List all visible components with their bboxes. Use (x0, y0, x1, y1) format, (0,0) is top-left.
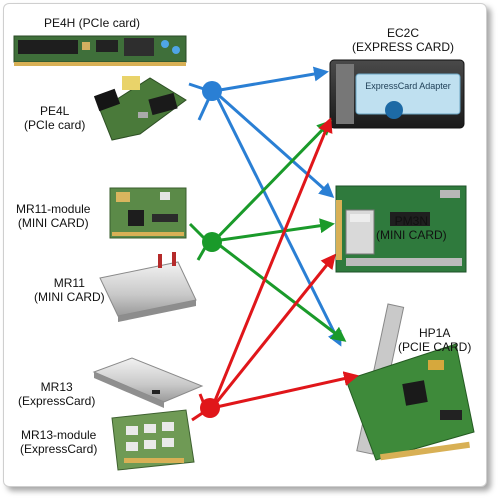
hp1a-card-image (345, 303, 475, 461)
pe4h-card-image (13, 35, 187, 66)
pe4h-label: PE4H (PCIe card) (44, 16, 140, 30)
hp1a-label: HP1A (PCIE CARD) (398, 326, 471, 354)
ec2c-title: EC2C (387, 26, 420, 40)
pe4l-subtitle: (PCIe card) (24, 118, 86, 132)
green-arrows (188, 119, 347, 342)
mr13-subtitle: (ExpressCard) (18, 394, 96, 408)
green-hub-dot (202, 232, 222, 252)
pe4h-title: PE4H (PCIe card) (44, 16, 141, 30)
mr11-module-title: MR11-module (16, 202, 91, 216)
mr11-label: MR11 (MINI CARD) (34, 276, 105, 304)
mr13-title: MR13 (40, 380, 73, 394)
mr13-box-image (92, 357, 204, 408)
pe4l-card-image (93, 76, 187, 141)
blue-hub-dot (202, 81, 222, 101)
mr11-module-subtitle: (MINI CARD) (17, 216, 89, 230)
mr11-title: MR11 (53, 276, 85, 290)
blue-arrows (188, 66, 342, 347)
ec2c-subtitle: (EXPRESS CARD) (352, 40, 455, 54)
mr11-module-label: MR11-module (MINI CARD) (16, 202, 90, 230)
pm3n-card-image (335, 185, 467, 273)
hp1a-title: HP1A (418, 326, 451, 340)
red-arrows (191, 117, 359, 422)
hp1a-subtitle: (PCIE CARD) (398, 340, 472, 354)
ec2c-card-image: ExpressCard Adapter (329, 59, 465, 129)
ec2c-label: EC2C (EXPRESS CARD) (352, 26, 454, 54)
mr13-module-subtitle: (ExpressCard) (20, 442, 98, 456)
pe4l-label: PE4L (PCIe card) (24, 104, 85, 132)
pm3n-label: PM3N (MINI CARD) (376, 214, 447, 242)
mr11-box-image (99, 252, 197, 322)
ec2c-card-text: ExpressCard Adapter (365, 81, 451, 91)
mr13-module-image (111, 409, 195, 471)
mr13-module-label: MR13-module (ExpressCard) (20, 428, 97, 456)
red-hub-dot (200, 398, 220, 418)
pm3n-subtitle: (MINI CARD) (376, 228, 447, 242)
pe4l-title: PE4L (40, 104, 70, 118)
mr13-module-title: MR13-module (20, 428, 97, 442)
pm3n-title: PM3N (394, 214, 428, 228)
mr11-subtitle: (MINI CARD) (34, 290, 105, 304)
mr13-label: MR13 (ExpressCard) (18, 380, 95, 408)
mr11-module-image (109, 187, 187, 239)
